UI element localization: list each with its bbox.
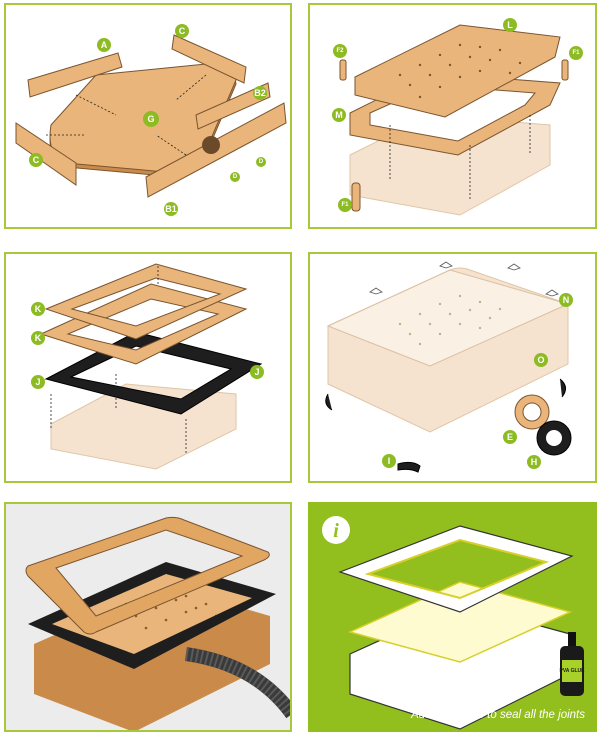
step-2-panel: L F2 F1 M F1 [308, 3, 597, 229]
wing-nuts [369, 261, 559, 297]
svg-text:B2: B2 [254, 88, 266, 98]
step-3-panel: K K J J [4, 252, 292, 483]
svg-text:C: C [33, 155, 40, 165]
label-c-top: C [175, 24, 189, 38]
label-m: M [332, 108, 346, 122]
svg-text:J: J [254, 367, 259, 377]
cable-hole [202, 136, 220, 154]
svg-text:O: O [537, 355, 544, 365]
side-wall-c-top [171, 34, 247, 84]
svg-text:N: N [563, 295, 570, 305]
label-c-left: C [29, 153, 43, 167]
svg-text:F2: F2 [336, 48, 344, 54]
label-f2: F2 [333, 44, 347, 58]
step-4-panel: N O E H I [308, 252, 597, 483]
outlined-frame [338, 525, 574, 613]
info-diagram: i PVA GLUE [322, 516, 585, 730]
foot-left [325, 393, 333, 411]
peg-f2 [339, 59, 347, 81]
side-wall-c-left [15, 122, 77, 186]
label-h: H [527, 455, 541, 469]
svg-text:B1: B1 [165, 204, 177, 214]
label-i: I [382, 454, 396, 468]
peg-f1-bottom [351, 182, 361, 212]
label-j-left: J [31, 375, 45, 389]
svg-text:D: D [233, 174, 238, 180]
svg-text:K: K [35, 304, 42, 314]
label-a: A [97, 38, 111, 52]
label-d-2: D [256, 157, 266, 167]
step-5-panel [4, 502, 292, 732]
frame-k-upper [44, 263, 248, 340]
svg-text:K: K [35, 333, 42, 343]
svg-text:H: H [531, 457, 538, 467]
svg-text:J: J [35, 377, 40, 387]
label-k-lower: K [31, 331, 45, 345]
svg-text:i: i [333, 520, 339, 542]
label-b1: B1 [164, 202, 178, 216]
label-b2: B2 [253, 86, 267, 100]
svg-text:A: A [101, 40, 108, 50]
svg-text:F1: F1 [572, 50, 580, 56]
step-1-panel: A C C G B2 B1 D D [4, 3, 292, 229]
svg-text:C: C [179, 26, 186, 36]
foot-right [559, 378, 566, 398]
svg-text:M: M [335, 110, 343, 120]
svg-text:PVA GLUE: PVA GLUE [559, 668, 585, 674]
glue-caption: Add PVA glue to seal all the joints [411, 709, 585, 721]
svg-text:F1: F1 [341, 202, 349, 208]
label-o: O [534, 353, 548, 367]
glue-bottle: PVA GLUE [559, 632, 585, 696]
svg-text:G: G [147, 114, 154, 124]
side-wall-a [27, 52, 123, 98]
label-l: L [503, 18, 517, 32]
caption-suffix: to seal all the joints [483, 709, 585, 721]
top-frame [25, 516, 270, 635]
gasket-black [28, 562, 276, 669]
lid-perforation [398, 43, 522, 99]
label-d-1: D [230, 172, 240, 182]
step-1-diagram: A C C G B2 B1 D D [15, 24, 287, 216]
peg-f1-right [561, 59, 569, 81]
svg-text:L: L [507, 20, 513, 30]
svg-text:D: D [259, 159, 264, 165]
label-e: E [503, 430, 517, 444]
step-5-render [25, 516, 290, 730]
label-j-right: J [250, 365, 264, 379]
lid-l [354, 24, 561, 118]
svg-text:E: E [507, 432, 513, 442]
step-4-diagram: N O E H I [325, 261, 573, 473]
caption-prefix: Add [411, 709, 435, 721]
info-icon [322, 516, 350, 544]
svg-text:I: I [388, 456, 391, 466]
foot-i [397, 461, 421, 473]
label-f1-bottom: F1 [338, 198, 352, 212]
step-2-diagram: L F2 F1 M F1 [332, 18, 583, 216]
info-panel: i PVA GLUE Add PVA glue to seal all the … [308, 502, 597, 732]
label-n: N [559, 293, 573, 307]
wall-b2 [195, 82, 271, 130]
step-3-diagram: K K J J [31, 263, 264, 470]
label-g: G [143, 111, 159, 127]
label-k-upper: K [31, 302, 45, 316]
caption-bold: PVA glue [434, 709, 484, 721]
label-f1-right: F1 [569, 46, 583, 60]
